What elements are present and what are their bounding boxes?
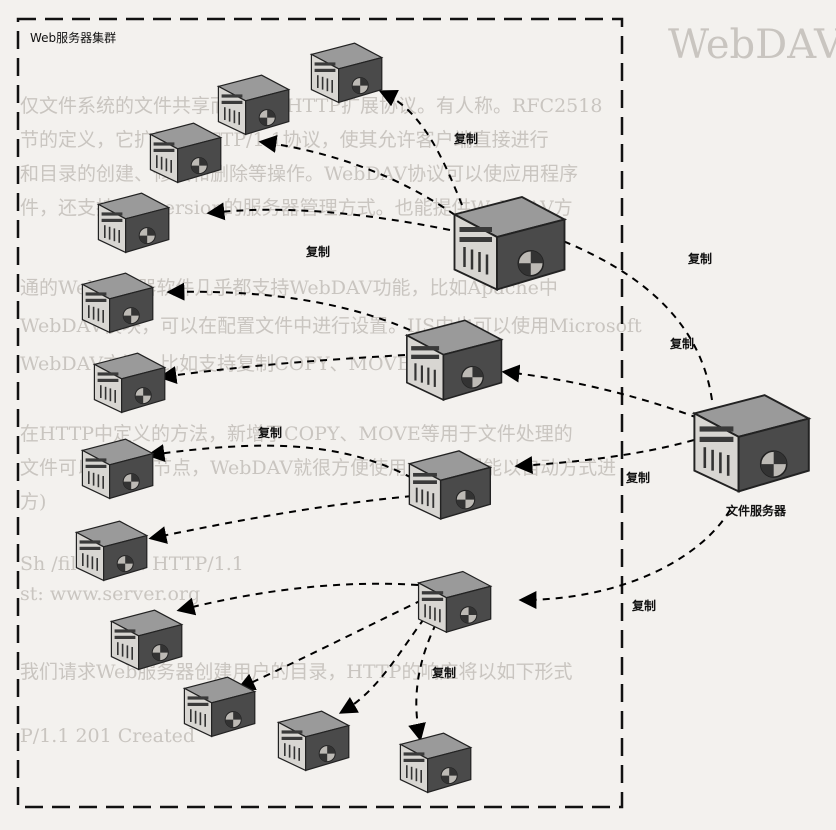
arrow-fileserver-to-server-a [544, 231, 713, 401]
background-text-line: WebDAV方法：比如支持复制COPY、MOVE等格式 [20, 353, 468, 375]
background-text-line: 和目录的创建、修改和删除等操作。WebDAV协议可以使应用程序 [20, 163, 578, 185]
arrow-c-to-low1 [146, 444, 413, 479]
background-text-line: st: www.server.org [20, 583, 200, 605]
arrow-a-to-top3 [206, 202, 451, 231]
edge-label-replicate-8: 复制 [431, 665, 456, 680]
edge-label-replicate-1: 复制 [453, 131, 478, 146]
background-text-line: 仅文件系统的文件共享而是利用HTTP扩展协议。有人称。RFC2518 [20, 95, 602, 117]
cluster-label: Web服务器集群 [30, 30, 116, 45]
arrow-d-to-bottom4 [408, 611, 443, 742]
server-icon-tier1-a [453, 195, 566, 291]
file-server-label: 文件服务器 [726, 503, 787, 518]
cluster-boundary [16, 17, 624, 809]
server-icon-leaf-7 [81, 438, 154, 500]
edge-label-replicate-2: 复制 [305, 244, 330, 259]
arrow-fileserver-to-server-d [518, 509, 731, 609]
server-icon-leaf-12 [399, 732, 472, 794]
arrow-a-to-top1 [378, 90, 463, 206]
replication-arrows [146, 90, 731, 742]
edge-label-replicate-3: 复制 [687, 251, 712, 266]
arrow-d-to-bottom1 [176, 582, 419, 616]
arrow-a-to-top2 [258, 135, 456, 216]
background-heading: WebDAV [668, 22, 836, 68]
edge-label-replicate-7: 复制 [631, 598, 656, 613]
arrow-b-to-mid2 [158, 354, 406, 384]
server-icon-leaf-11 [277, 710, 350, 772]
background-text-line: 通的Web服务器软件几乎都支持WebDAV功能，比如Apache中 [20, 277, 558, 299]
server-icon-tier1-b [405, 319, 503, 401]
server-icon-leaf-10 [183, 676, 256, 738]
background-text-line: P/1.1 201 Created [20, 725, 195, 747]
edge-label-replicate-6: 复制 [625, 470, 650, 485]
arrow-fileserver-to-server-c [514, 439, 695, 475]
server-icon-leaf-1 [310, 42, 383, 104]
background-text-line: 在HTTP中定义的方法，新增了COPY、MOVE等用于文件处理的 [20, 423, 573, 445]
arrow-d-to-bottom3 [338, 607, 433, 714]
arrow-fileserver-to-server-b [501, 364, 699, 419]
server-icon-tier1-d [417, 570, 492, 633]
arrow-c-to-low2 [148, 495, 413, 544]
server-icon-tier1-c [408, 449, 492, 520]
server-icon-leaf-4 [97, 192, 170, 254]
edge-label-replicate-5: 复制 [257, 425, 282, 440]
server-icon-leaf-2 [217, 74, 290, 136]
file-server-icon [693, 393, 811, 493]
background-text-line: 我们请求Web服务器创建用户的目录，HTTP的响应将以如下形式 [20, 661, 572, 683]
background-text-line: 方) [20, 491, 46, 513]
server-icon-leaf-6 [93, 352, 166, 414]
edge-label-replicate-4: 复制 [669, 336, 694, 351]
arrow-b-to-mid1 [166, 282, 411, 331]
